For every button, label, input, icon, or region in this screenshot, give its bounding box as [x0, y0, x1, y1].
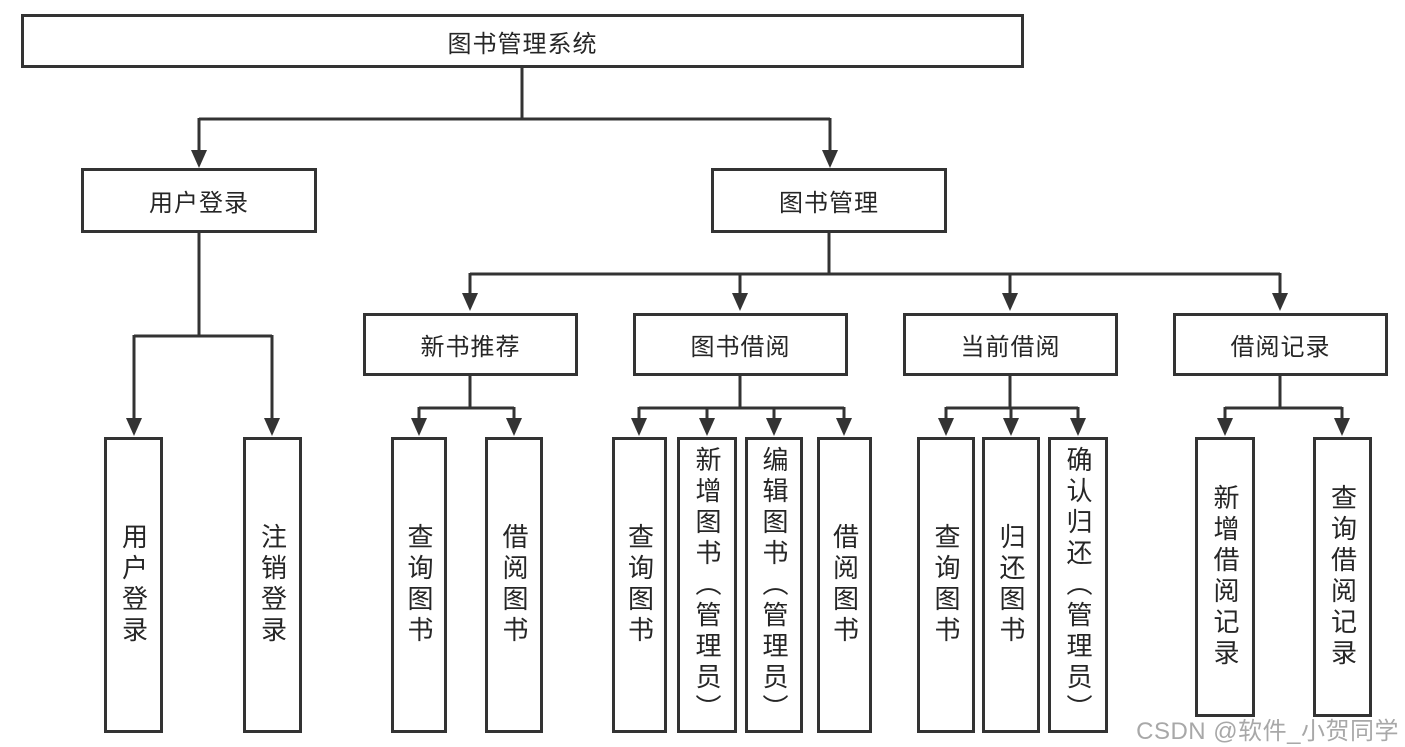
leaf-return-book-label: 归还图书 [996, 523, 1026, 647]
connector-book-mgmt-to-level3 [462, 233, 1288, 311]
node-book-borrow-label: 图书借阅 [690, 334, 791, 361]
leaf-user-login-label: 用户登录 [118, 523, 149, 647]
leaf-confirm-return-admin: 确认归还（管理员） [1048, 437, 1108, 733]
node-current-borrow: 当前借阅 [903, 313, 1118, 376]
node-book-borrow: 图书借阅 [633, 313, 848, 376]
node-root: 图书管理系统 [21, 14, 1024, 68]
leaf-query-books-borrow-label: 查询图书 [624, 523, 655, 647]
leaf-query-borrow-record-label: 查询借阅记录 [1327, 484, 1358, 670]
connector-current-borrow-to-leaves [938, 376, 1086, 436]
leaf-query-borrow-record: 查询借阅记录 [1313, 437, 1372, 717]
node-book-management-label: 图书管理 [779, 190, 879, 217]
leaf-query-books-recommend-label: 查询图书 [404, 523, 434, 647]
node-borrow-records: 借阅记录 [1173, 313, 1388, 376]
csdn-watermark: CSDN @软件_小贺同学 [1136, 718, 1399, 745]
node-book-management: 图书管理 [711, 168, 947, 233]
leaf-user-login: 用户登录 [104, 437, 163, 733]
node-user-login: 用户登录 [81, 168, 317, 233]
leaf-edit-book-admin: 编辑图书（管理员） [745, 437, 803, 733]
leaf-query-books-current-label: 查询图书 [931, 523, 961, 647]
node-borrow-records-label: 借阅记录 [1230, 334, 1331, 361]
node-new-book-recommend: 新书推荐 [363, 313, 578, 376]
leaf-edit-book-admin-label: 编辑图书（管理员） [759, 445, 789, 725]
leaf-add-borrow-record: 新增借阅记录 [1195, 437, 1255, 717]
leaf-query-books-borrow: 查询图书 [612, 437, 667, 733]
leaf-logout-label: 注销登录 [257, 523, 288, 647]
node-user-login-label: 用户登录 [149, 190, 249, 217]
leaf-query-books-current: 查询图书 [917, 437, 975, 733]
connector-borrow-records-to-leaves [1217, 376, 1350, 436]
leaf-add-book-admin-label: 新增图书（管理员） [692, 445, 722, 725]
leaf-add-book-admin: 新增图书（管理员） [677, 437, 737, 733]
leaf-borrow-book-label: 借阅图书 [829, 523, 860, 647]
leaf-add-borrow-record-label: 新增借阅记录 [1210, 484, 1240, 670]
connector-user-login-to-leaves [126, 233, 280, 436]
leaf-borrow-books-recommend-label: 借阅图书 [499, 523, 529, 647]
leaf-logout: 注销登录 [243, 437, 302, 733]
leaf-confirm-return-admin-label: 确认归还（管理员） [1063, 445, 1093, 725]
leaf-return-book: 归还图书 [982, 437, 1040, 733]
leaf-borrow-book: 借阅图书 [817, 437, 872, 733]
leaf-query-books-recommend: 查询图书 [391, 437, 447, 733]
node-new-book-recommend-label: 新书推荐 [420, 334, 521, 361]
connector-root-to-level2 [191, 68, 838, 168]
node-root-label: 图书管理系统 [447, 30, 598, 58]
connector-book-borrow-to-leaves [631, 376, 852, 436]
connector-new-book-recommend-to-leaves [411, 376, 522, 436]
leaf-borrow-books-recommend: 借阅图书 [485, 437, 543, 733]
node-current-borrow-label: 当前借阅 [960, 334, 1061, 361]
